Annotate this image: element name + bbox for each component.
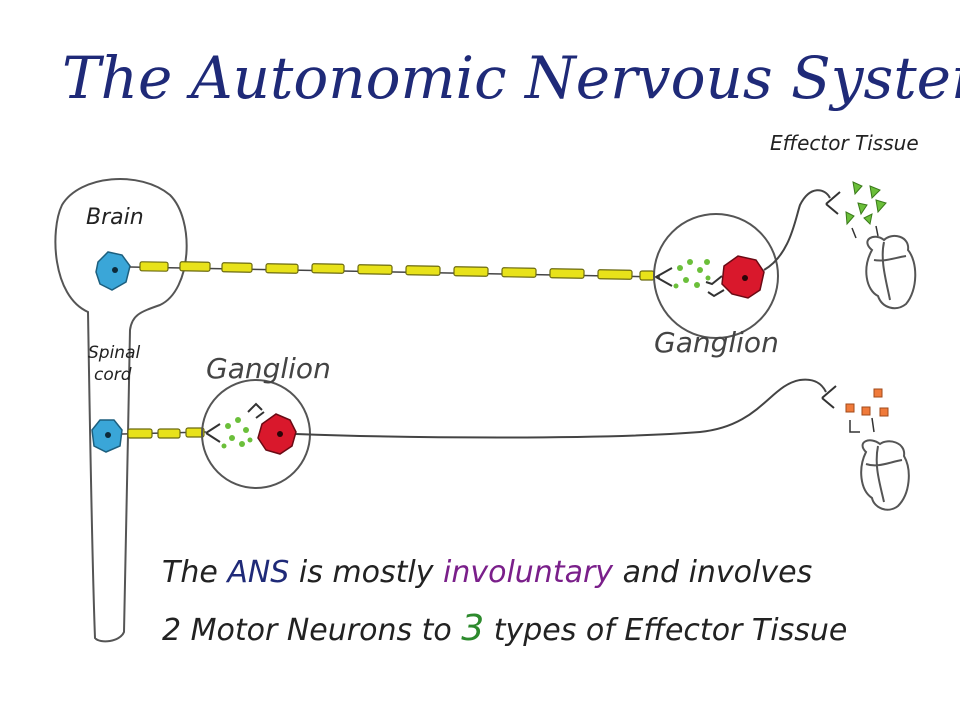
spinal-cord-label-line1: Spinal (88, 343, 140, 363)
caption-line1-end: and involves (613, 555, 812, 590)
lower-effector-receptors (849, 417, 875, 433)
caption-line-1: The ANS is mostly involuntary and involv… (162, 555, 812, 590)
upper-effector-vesicles (845, 181, 887, 226)
upper-axon-terminal (655, 267, 673, 287)
upper-postganglionic-dendrites (705, 275, 725, 298)
upper-ganglion-label: Ganglion (654, 326, 779, 359)
caption-involuntary: involuntary (443, 555, 614, 590)
brain-label: Brain (86, 205, 144, 230)
caption-line-2: 2 Motor Neurons to 3 types of Effector T… (162, 608, 847, 649)
upper-effector-receptors (851, 225, 879, 239)
lower-neurotransmitter-vesicles (221, 417, 253, 449)
caption-line1-mid: is mostly (289, 555, 443, 590)
caption-line2-end: types of Effector Tissue (484, 613, 847, 648)
brain-spinal-cord-outline (54, 178, 188, 643)
upper-postganglionic-nucleus (742, 275, 748, 281)
lower-myelinated-axon (121, 427, 207, 439)
lower-postganglionic-axon (295, 378, 827, 439)
upper-myelinated-axon (129, 261, 661, 281)
heart-effector-upper (865, 234, 917, 310)
lower-postganglionic-nucleus (277, 431, 283, 437)
upper-neurotransmitter-vesicles (673, 259, 711, 289)
caption-line2-start: 2 Motor Neurons to (162, 613, 461, 648)
upper-ganglion-outline (653, 213, 779, 339)
lower-effector-terminal (821, 385, 837, 409)
effector-tissue-label: Effector Tissue (770, 131, 919, 155)
lower-axon-terminal (205, 423, 221, 443)
lower-effector-vesicles (845, 388, 889, 417)
caption-line1-the: The (162, 555, 227, 590)
spinal-cord-label-line2: cord (94, 365, 132, 385)
upper-preganglionic-nucleus (112, 267, 118, 273)
page-title: The Autonomic Nervous System (62, 44, 960, 112)
heart-effector-lower (860, 439, 910, 511)
upper-effector-terminal (825, 191, 841, 215)
lower-ganglion-label: Ganglion (206, 352, 331, 385)
lower-postganglionic-dendrites (247, 402, 265, 419)
caption-number-three: 3 (461, 608, 484, 649)
lower-preganglionic-nucleus (105, 432, 111, 438)
upper-postganglionic-axon (763, 189, 831, 271)
caption-ans: ANS (225, 555, 289, 590)
